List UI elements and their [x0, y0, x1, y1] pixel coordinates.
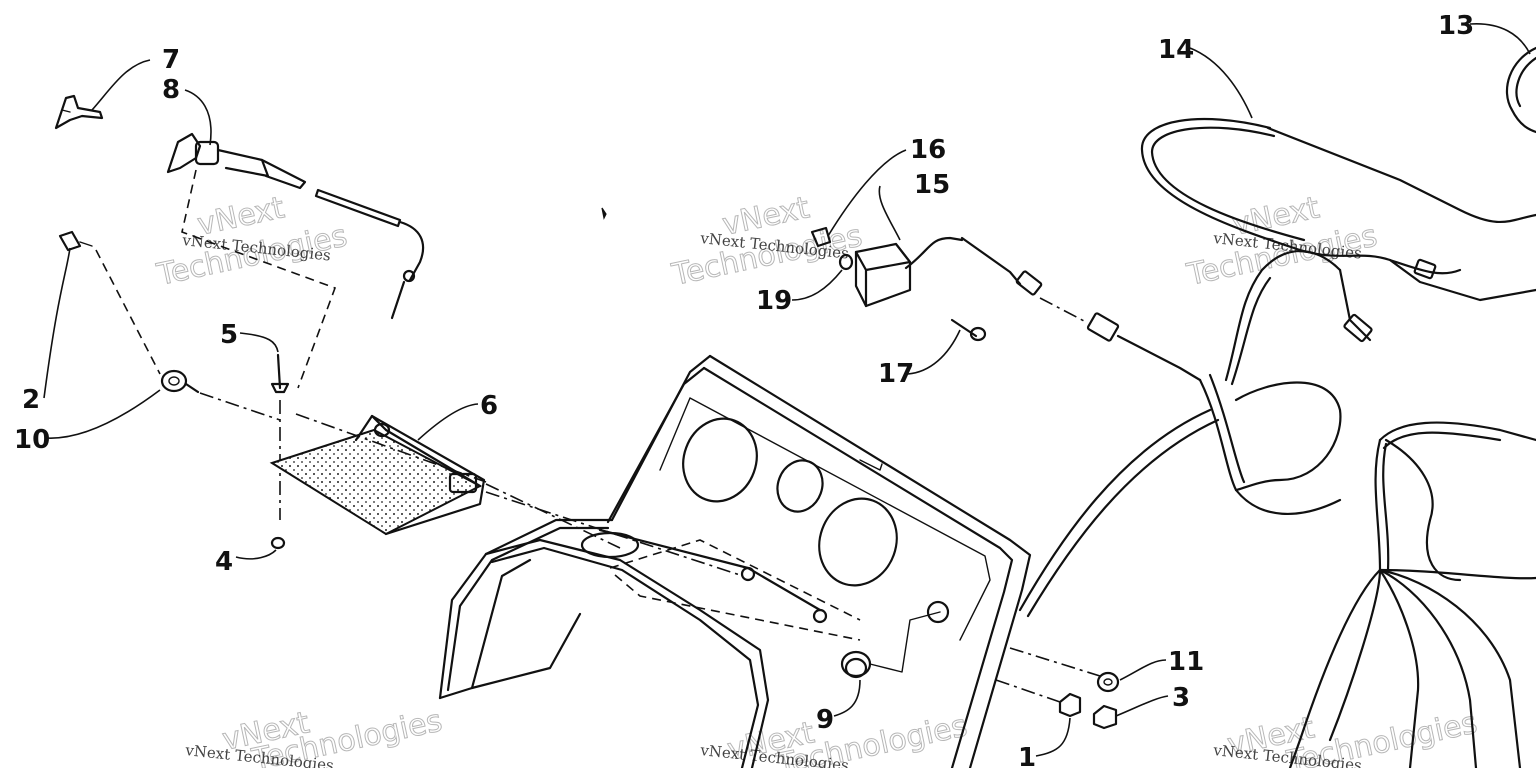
- part-19-lockwasher: [838, 253, 854, 271]
- assembly-line: [995, 647, 1101, 703]
- watermark-group-4: vNext Technologies vNext Technologies: [184, 703, 446, 768]
- part-5-screw: [270, 353, 290, 394]
- leader-8: [184, 89, 212, 146]
- leader-6: [417, 403, 479, 441]
- callout-2: 2: [22, 385, 40, 415]
- leader-16: [827, 149, 907, 237]
- assembly-line: [295, 413, 741, 576]
- leader-3: [1115, 695, 1169, 717]
- dash-panel: [438, 354, 1032, 768]
- callout-16: 16: [910, 135, 946, 165]
- callout-7: 7: [162, 45, 180, 75]
- watermark-group-1: vNext Technologies vNext Technologies: [153, 190, 351, 294]
- callout-5: 5: [220, 320, 238, 350]
- part-4-nut: [270, 536, 286, 550]
- watermark-group-6: vNext Technologies vNext Technologies: [1212, 705, 1481, 768]
- assembly-line: [95, 249, 161, 375]
- part-15-junction-block: [854, 236, 1043, 308]
- watermark-group-3: vNext Technologies vNext Technologies: [1183, 190, 1381, 294]
- callout-19: 19: [756, 286, 792, 316]
- part-3-nut: [1092, 704, 1118, 730]
- leader-10: [45, 389, 161, 439]
- callout-4: 4: [215, 547, 233, 577]
- stray-mark: [601, 207, 607, 220]
- assembly-line: [181, 169, 337, 389]
- part-14-wiring-harness: [1018, 118, 1536, 768]
- part-10-grommet: [160, 369, 200, 394]
- assembly-line: [1039, 297, 1087, 323]
- part-11-washer: [1096, 671, 1120, 693]
- leader-5: [239, 332, 279, 353]
- callout-17: 17: [878, 359, 914, 389]
- callout-10: 10: [14, 425, 50, 455]
- part-8-ignition-switch: [166, 132, 425, 320]
- part-6-bracket: [269, 414, 486, 536]
- callout-13: 13: [1438, 11, 1474, 41]
- callout-8: 8: [162, 75, 180, 105]
- leader-13: [1469, 23, 1531, 55]
- connector: [1086, 312, 1202, 382]
- leader-9: [833, 679, 861, 717]
- leader-19: [791, 269, 843, 301]
- leader-7: [91, 59, 151, 111]
- callout-14: 14: [1158, 35, 1194, 65]
- leader-2: [43, 247, 71, 399]
- callout-1: 1: [1018, 743, 1036, 768]
- part-7-key: [54, 94, 104, 130]
- leader-1: [1035, 717, 1071, 757]
- callout-11: 11: [1168, 647, 1204, 677]
- part-13-wire-loop: [1505, 46, 1536, 134]
- leader-4: [235, 549, 277, 560]
- leader-11: [1119, 659, 1167, 681]
- callout-3: 3: [1172, 683, 1190, 713]
- callout-9: 9: [816, 705, 834, 735]
- callout-6: 6: [480, 391, 498, 421]
- leader-14: [1189, 47, 1253, 119]
- assembly-line: [199, 392, 281, 421]
- part-9-indicator-light: [840, 600, 950, 679]
- part-17-bolt: [950, 318, 987, 342]
- watermark-group-5: vNext Technologies vNext Technologies: [699, 708, 971, 768]
- part-16-screw: [810, 226, 832, 248]
- leader-15: [878, 185, 901, 241]
- part-2-bolt: [58, 230, 93, 252]
- callout-15: 15: [914, 170, 950, 200]
- part-1-nut: [1058, 692, 1082, 718]
- leader-17: [907, 329, 961, 375]
